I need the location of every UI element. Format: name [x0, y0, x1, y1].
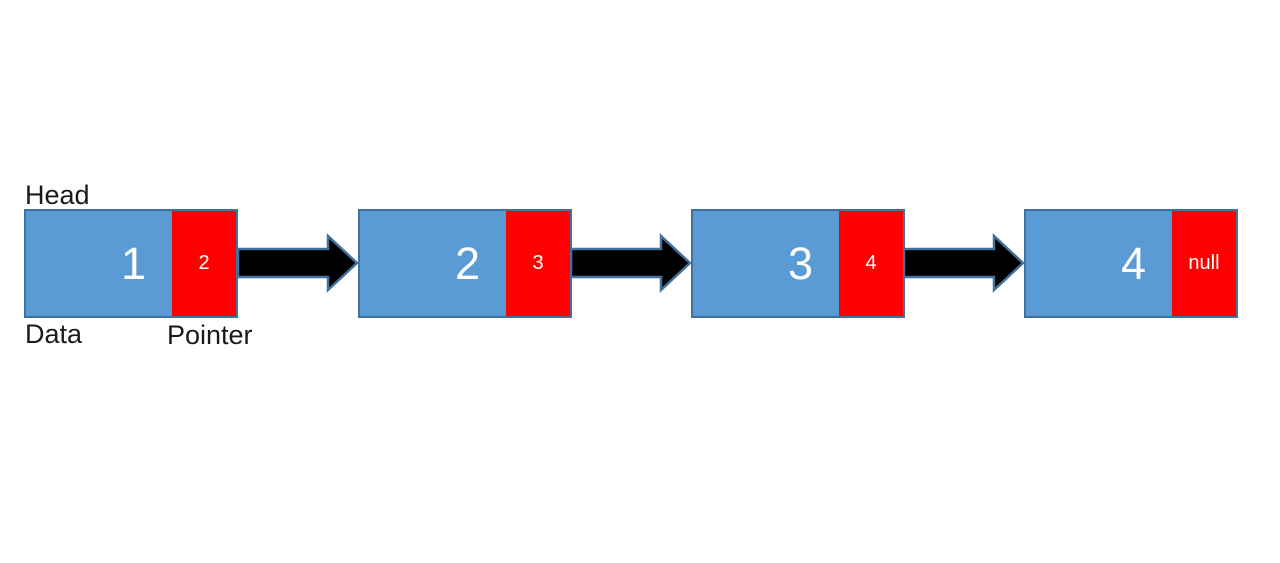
arrow-right-icon — [238, 233, 358, 293]
list-node-4: 4 null — [1024, 209, 1238, 318]
node-1-data-value: 1 — [120, 237, 146, 289]
node-1-pointer-value: 2 — [172, 211, 236, 316]
arrow-right-icon — [904, 233, 1024, 293]
pointer-label: Pointer — [167, 320, 253, 350]
list-node-1: 1 2 — [24, 209, 238, 318]
data-label: Data — [25, 319, 83, 349]
node-3-pointer-value: 4 — [839, 211, 903, 316]
node-4-pointer-value: null — [1172, 211, 1236, 316]
list-node-3: 3 4 — [691, 209, 905, 318]
node-3-data-value: 3 — [787, 237, 813, 289]
head-label: Head — [25, 180, 90, 210]
node-2-data-value: 2 — [454, 237, 480, 289]
arrow-right-icon — [571, 233, 691, 293]
list-node-2: 2 3 — [358, 209, 572, 318]
node-4-data-value: 4 — [1120, 237, 1146, 289]
node-2-pointer-value: 3 — [506, 211, 570, 316]
